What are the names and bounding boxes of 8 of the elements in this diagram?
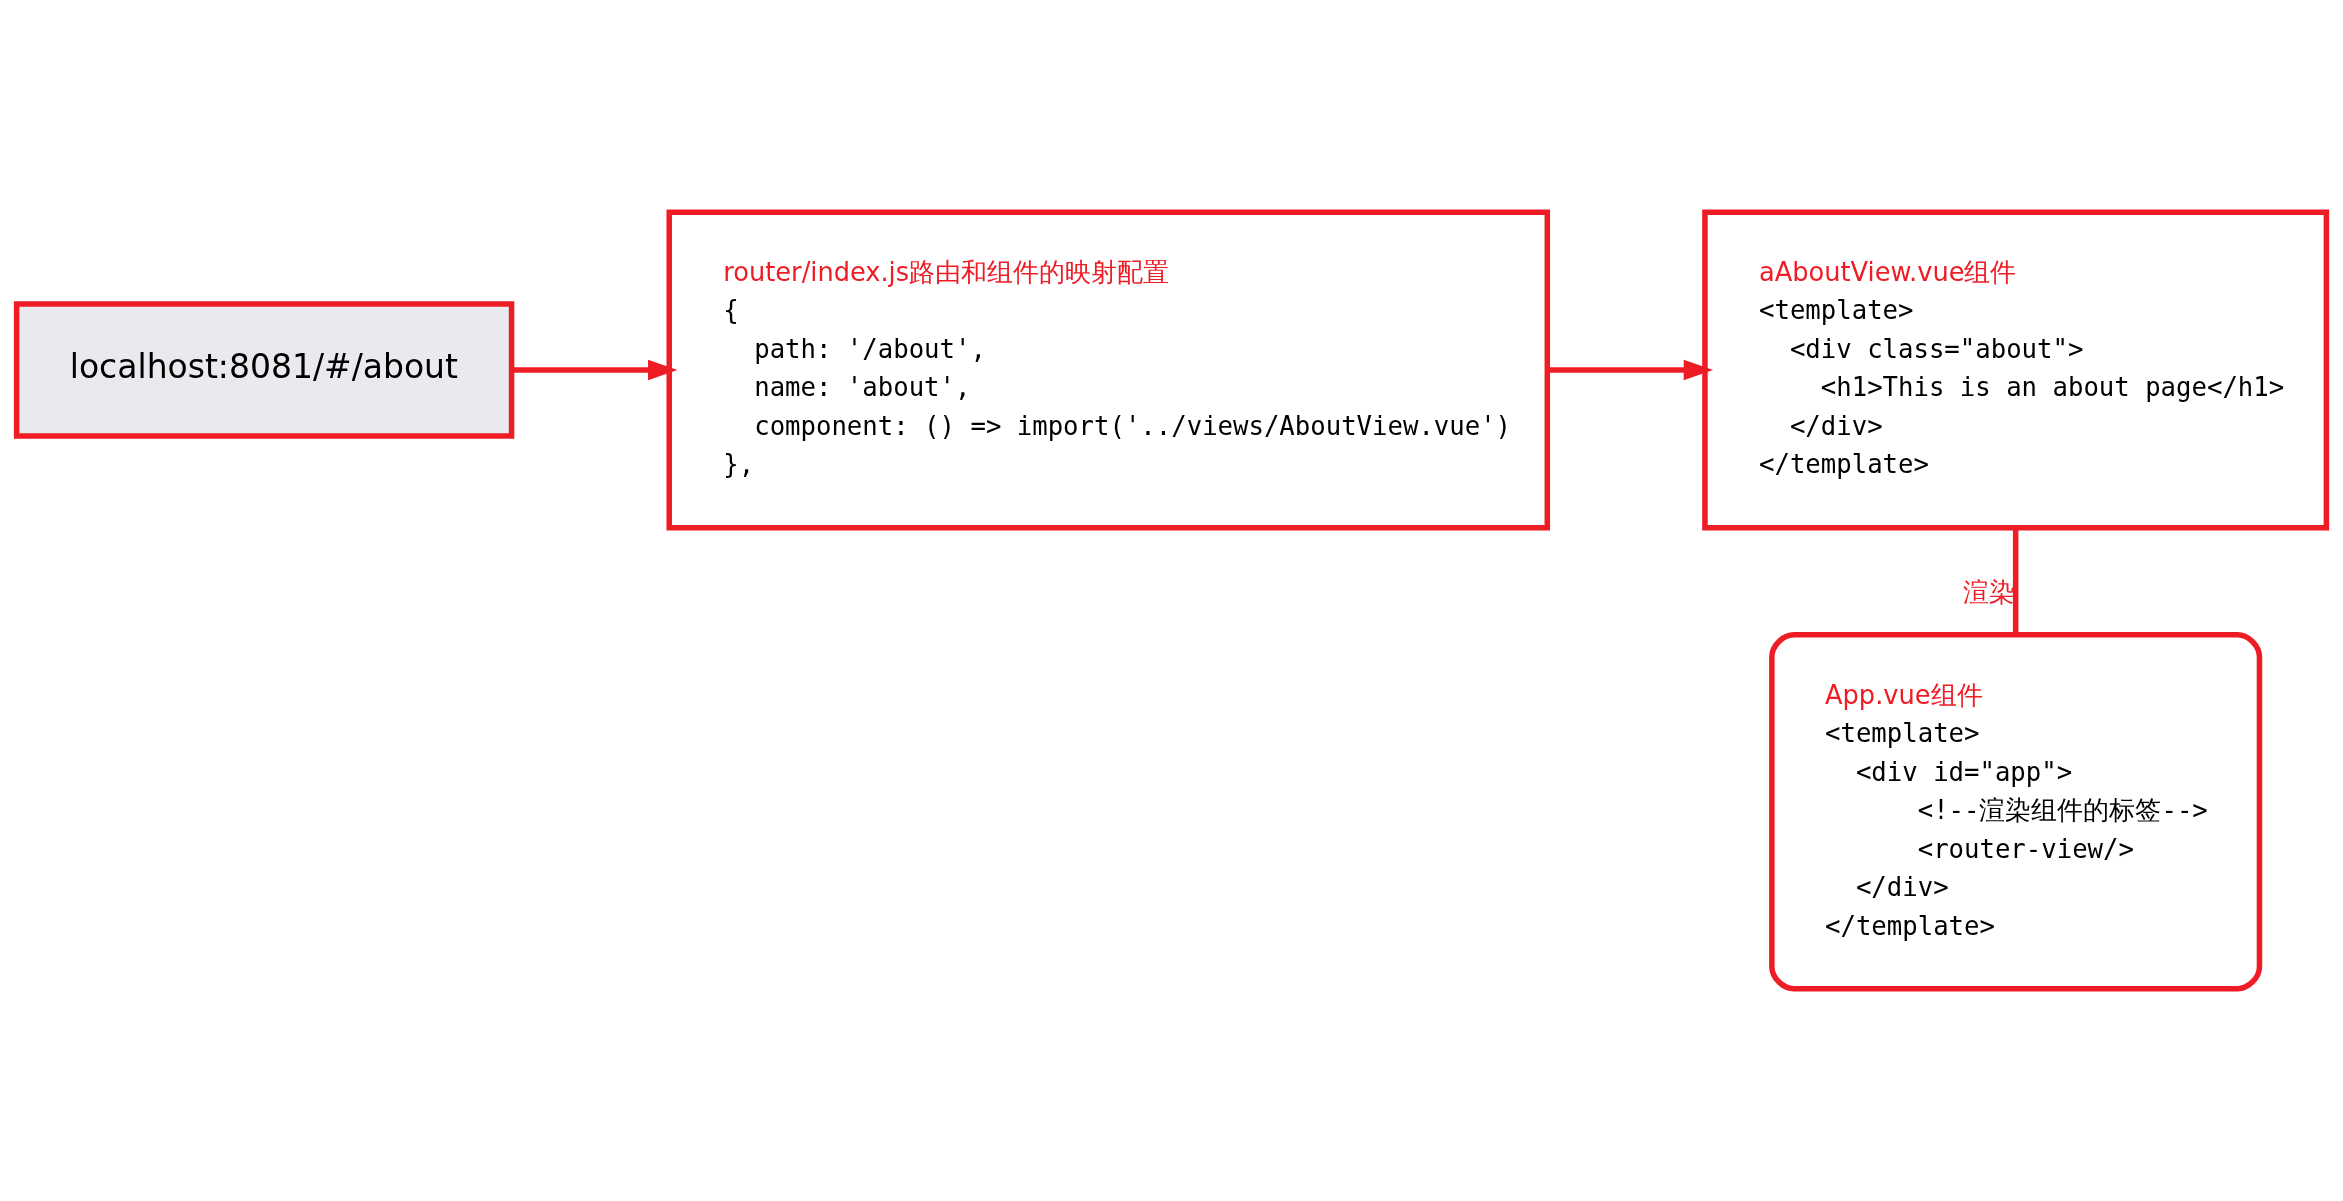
connector (2012, 527, 2019, 635)
node-box: aAboutView.vue组件 <template> <div class="about"> <h1>This is an about page</h1> </div> </template> (1702, 209, 2330, 531)
arrow (1547, 359, 1714, 381)
arrow (511, 359, 678, 381)
node-box: router/index.js路由和组件的映射配置 { path: '/about', name: 'about', component: () => import('../views/AboutView.vue') }, (666, 209, 1551, 531)
node-box: localhost:8081/#/about (13, 301, 515, 439)
node-box: App.vue组件 <template> <div id="app"> <!--渲染组件的标签--> <router-view/> </div> </template> (1769, 632, 2263, 992)
edge-label: 渲染 (1963, 577, 2016, 608)
